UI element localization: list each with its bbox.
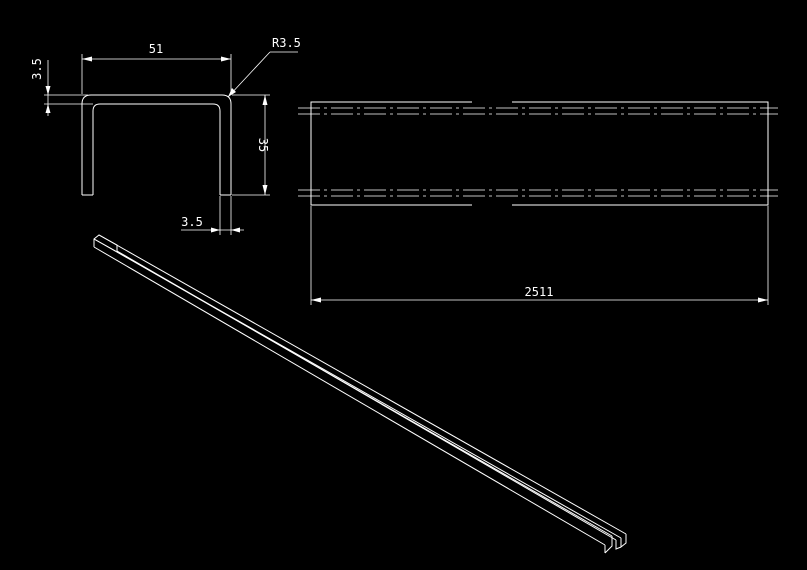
- dimension-radius: R3.5: [227, 36, 301, 98]
- dimension-length: 2511: [310, 206, 769, 305]
- top-view: 2511: [298, 100, 778, 305]
- channel-top-outline: [310, 101, 769, 206]
- dimension-width: 51: [81, 42, 232, 94]
- dimension-thickness-bottom-label: 3.5: [181, 215, 203, 229]
- iso-edge-5: [116, 250, 617, 541]
- dimension-height-label: 35: [256, 138, 270, 152]
- dimension-thickness-top-label: 3.5: [30, 58, 44, 80]
- channel-section-inner: [92, 103, 221, 195]
- iso-edge-1: [98, 234, 627, 535]
- dimension-length-label: 2511: [525, 285, 554, 299]
- isometric-view: [93, 234, 627, 554]
- section-view: 51 3.5 35 3.5: [30, 36, 301, 235]
- dimension-thickness-bottom: 3.5: [181, 196, 244, 235]
- iso-end-face: [604, 534, 627, 554]
- dimension-width-label: 51: [149, 42, 163, 56]
- dimension-radius-label: R3.5: [272, 36, 301, 50]
- iso-edge-3: [93, 246, 606, 546]
- dimension-thickness-top: 3.5: [30, 58, 93, 116]
- dimension-height: 35: [232, 94, 270, 196]
- channel-section-outer: [81, 94, 232, 195]
